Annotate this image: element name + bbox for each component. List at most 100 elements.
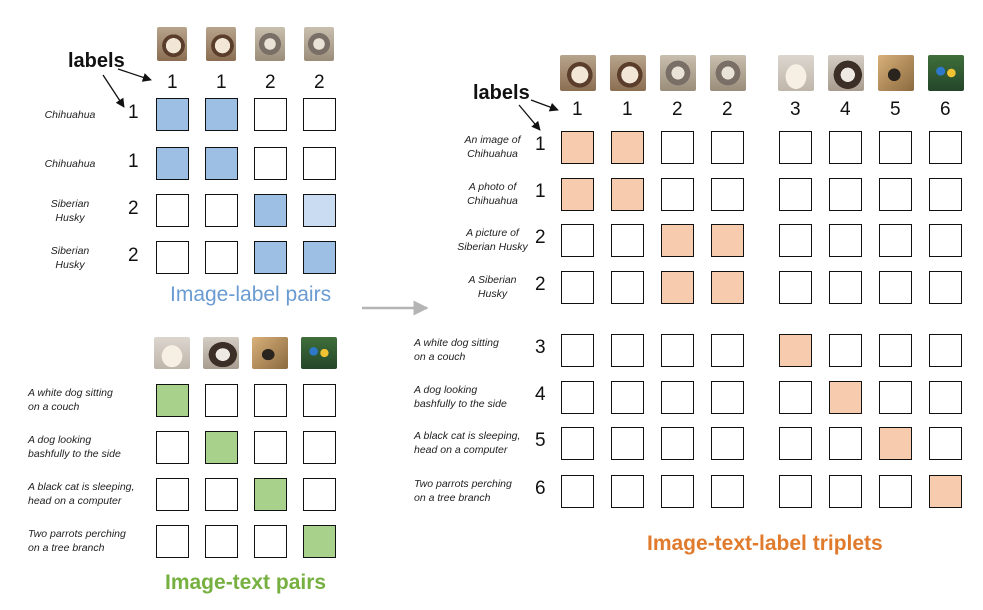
panel-a-cell (303, 241, 336, 274)
panel-c-image (660, 55, 696, 91)
panel-c-cell (879, 381, 912, 414)
panel-c-cell (779, 178, 812, 211)
panel-c-row-label: 4 (535, 384, 546, 405)
panel-c-cell (779, 475, 812, 508)
label-line: Siberian (50, 245, 90, 257)
panel-c-cell (561, 475, 594, 508)
panel-c-cell (611, 475, 644, 508)
panel-c-row-label: 5 (535, 430, 546, 451)
panel-c-cell (879, 334, 912, 367)
panel-c-image (610, 55, 646, 91)
panel-c-cell (829, 178, 862, 211)
label-line: A dog looking (414, 384, 478, 396)
panel-b-cell (254, 384, 287, 417)
label-line: Two parrots perching (414, 478, 512, 490)
panel-c-cell (929, 427, 962, 460)
panel-c-cell (661, 224, 694, 257)
panel-a-image (255, 27, 285, 61)
panel-c-col-label: 4 (840, 99, 851, 120)
panel-c-cell (711, 178, 744, 211)
panel-a-row-label: 1 (128, 102, 139, 123)
panel-c-row-label: 1 (535, 181, 546, 202)
panel-c-cell (779, 271, 812, 304)
panel-c-cell (779, 381, 812, 414)
panel-c-cell (929, 271, 962, 304)
label-line: Siberian (50, 198, 90, 210)
panel-b-cell (303, 525, 336, 558)
panel-b-cell (205, 525, 238, 558)
panel-a-title: Image-label pairs (170, 283, 332, 306)
panel-c-image (710, 55, 746, 91)
panel-c-cell (661, 271, 694, 304)
label-line: on a tree branch (414, 492, 491, 504)
label-line: Husky (55, 212, 85, 224)
panel-a-header-to-rows-arrow (102, 74, 125, 108)
label-line: Chihuahua (467, 195, 518, 207)
panel-b-cell (156, 384, 189, 417)
panel-c-cell (879, 427, 912, 460)
panel-c-cell (929, 334, 962, 367)
panel-a-row-label: 1 (128, 151, 139, 172)
label-line: A white dog sitting (28, 387, 113, 399)
panel-a-cell (303, 98, 336, 131)
panel-c-row-text: A picture of Siberian Husky (440, 226, 545, 254)
label-line: An image of (464, 134, 521, 146)
panel-b-cell (254, 478, 287, 511)
panel-c-cell (561, 224, 594, 257)
panel-a-image (304, 27, 334, 61)
panel-c-cell (879, 224, 912, 257)
panel-a-cell (156, 147, 189, 180)
panel-c-cell (611, 427, 644, 460)
panel-c-cell (711, 224, 744, 257)
label-line: Siberian Husky (457, 241, 528, 253)
panel-c-cell (879, 178, 912, 211)
panel-a-row-text: Chihuahua (20, 157, 120, 171)
panel-c-cell (879, 131, 912, 164)
panel-c-cell (929, 131, 962, 164)
panel-b-cell (205, 384, 238, 417)
panel-c-row-label: 2 (535, 274, 546, 295)
panel-c-title: Image-text-label triplets (647, 532, 883, 555)
label-line: Chihuahua (44, 158, 96, 170)
panel-a-labels-header: labels (68, 50, 125, 72)
panel-c-cell (611, 334, 644, 367)
panel-c-cell (711, 334, 744, 367)
panel-c-cell (561, 427, 594, 460)
panel-c-cell (829, 334, 862, 367)
panel-c-col-label: 2 (722, 99, 733, 120)
label-line: head on a computer (414, 444, 508, 456)
label-line: A black cat is sleeping, (414, 430, 521, 442)
panel-c-cell (611, 131, 644, 164)
panel-c-cell (611, 381, 644, 414)
panel-c-cell (711, 381, 744, 414)
panel-c-image (778, 55, 814, 91)
panel-b-cell (156, 478, 189, 511)
panel-c-header-to-columns-arrow (530, 99, 559, 112)
panel-a-row-label: 2 (128, 245, 139, 266)
label-line: A picture of (466, 227, 519, 239)
panel-c-cell (561, 334, 594, 367)
panel-c-image (878, 55, 914, 91)
panel-b-image (154, 337, 190, 369)
panel-c-cell (829, 271, 862, 304)
panel-a-cell (156, 241, 189, 274)
panel-c-row-label: 6 (535, 478, 546, 499)
panel-c-row-label: 1 (535, 134, 546, 155)
panel-b-cell (303, 384, 336, 417)
panel-c-cell (661, 475, 694, 508)
panel-c-row-text: A black cat is sleeping, head on a comput… (414, 429, 532, 457)
label-line: on a couch (414, 351, 466, 363)
panel-c-cell (929, 381, 962, 414)
panel-a-cell (205, 98, 238, 131)
panel-a-cell (303, 147, 336, 180)
panel-a-cell (303, 194, 336, 227)
panel-c-col-label: 6 (940, 99, 951, 120)
